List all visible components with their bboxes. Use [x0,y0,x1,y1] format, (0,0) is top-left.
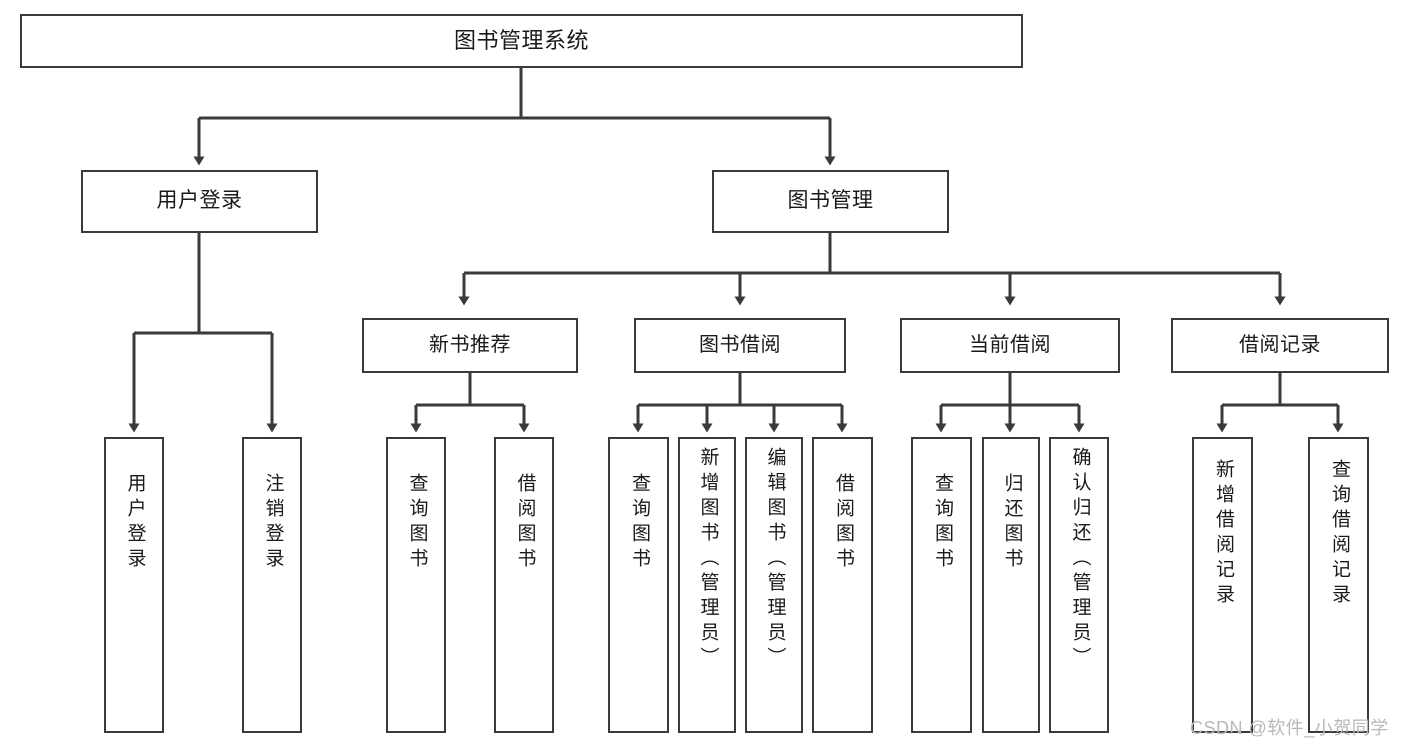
leaf-user-login[interactable]: 用户登录 [104,437,164,733]
leaf-query-borrow-record[interactable]: 查询借阅记录 [1308,437,1369,733]
leaf-borrow-book-recommend[interactable]: 借阅图书 [494,437,554,733]
leaf-add-borrow-record[interactable]: 新增借阅记录 [1192,437,1253,733]
node-borrow-record[interactable]: 借阅记录 [1171,318,1389,373]
node-label: 新书推荐 [429,334,511,356]
node-label: 新增图书（管理员） [697,447,719,672]
leaf-return-book[interactable]: 归还图书 [982,437,1040,733]
node-label: 图书借阅 [699,334,781,356]
node-label: 注销登录 [262,473,284,573]
node-book-management[interactable]: 图书管理 [712,170,949,233]
node-new-book-recommend[interactable]: 新书推荐 [362,318,578,373]
node-label: 图书管理 [787,189,874,213]
node-label: 新增借阅记录 [1212,459,1234,609]
csdn-watermark: CSDN @软件_小贺同学 [1190,718,1389,738]
node-label: 查询图书 [406,473,428,573]
leaf-add-book-admin[interactable]: 新增图书（管理员） [678,437,736,733]
leaf-confirm-return-admin[interactable]: 确认归还（管理员） [1049,437,1109,733]
node-book-borrow[interactable]: 图书借阅 [634,318,846,373]
leaf-edit-book-admin[interactable]: 编辑图书（管理员） [745,437,803,733]
node-label: 编辑图书（管理员） [764,447,786,672]
node-label: 查询图书 [628,473,650,573]
leaf-query-book-borrow[interactable]: 查询图书 [608,437,669,733]
node-label: 借阅图书 [832,473,854,573]
node-label: 查询借阅记录 [1328,459,1350,609]
node-label: 当前借阅 [969,334,1051,356]
leaf-query-book-recommend[interactable]: 查询图书 [386,437,446,733]
node-label: 用户登录 [156,189,243,213]
node-label: 图书管理系统 [453,28,589,54]
node-label: 用户登录 [124,473,146,573]
leaf-logout[interactable]: 注销登录 [242,437,302,733]
leaf-query-book-current[interactable]: 查询图书 [911,437,972,733]
node-label: 确认归还（管理员） [1069,447,1091,672]
node-label: 归还图书 [1001,473,1023,573]
leaf-borrow-book[interactable]: 借阅图书 [812,437,873,733]
node-label: 借阅图书 [514,473,536,573]
node-root-book-management-system[interactable]: 图书管理系统 [20,14,1023,68]
node-label: 借阅记录 [1239,334,1321,356]
node-current-borrow[interactable]: 当前借阅 [900,318,1120,373]
node-label: 查询图书 [931,473,953,573]
node-user-login[interactable]: 用户登录 [81,170,318,233]
